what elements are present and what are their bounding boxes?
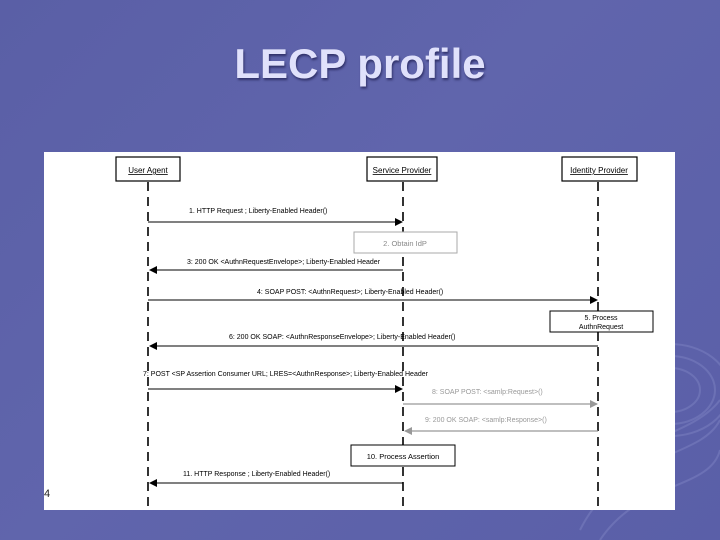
participant-user-agent-label: User Agent: [128, 166, 168, 175]
slide-page-number: 4: [44, 488, 51, 500]
message-7-label: 7: POST <SP Assertion Consumer URL; LRES…: [143, 371, 429, 378]
message-9-label: 9: 200 OK SOAP: <samlp:Response>(): [425, 417, 547, 424]
action-obtain-idp-box: [353, 231, 458, 254]
sequence-diagram-svg: User Agent Service Provider Identity Pro…: [115, 156, 654, 508]
participant-service-provider-box: [366, 156, 438, 182]
action-process-line2: AuthnRequest: [579, 324, 623, 331]
participant-identity-provider-box: [561, 156, 638, 182]
action-obtain-idp-label: 2. Obtain IdP: [383, 239, 427, 248]
message-11-label: 11. HTTP Response ; Liberty-Enabled Head…: [183, 471, 330, 478]
participant-service-provider-label: Service Provider: [373, 166, 432, 175]
participant-identity-provider-label: Identity Provider: [570, 166, 628, 175]
message-6-label: 6: 200 OK SOAP: <AuthnResponseEnvelope>;…: [229, 334, 455, 341]
participant-user-agent-box: [115, 156, 181, 182]
action-process-authn-request-box: [549, 310, 654, 333]
message-1-label: 1. HTTP Request ; Liberty-Enabled Header…: [189, 208, 327, 215]
action-process-line1: 5. Process: [584, 315, 618, 322]
message-3-label: 3: 200 OK <AuthnRequestEnvelope>; Libert…: [187, 259, 381, 266]
action-process-assertion-box: [350, 444, 456, 467]
action-process-assertion-label: 10. Process Assertion: [367, 452, 440, 461]
slide-title: LECP profile: [234, 40, 486, 87]
sequence-diagram: User Agent Service Provider Identity Pro…: [44, 152, 675, 510]
message-4-label: 4: SOAP POST: <AuthnRequest>; Liberty-En…: [257, 289, 443, 296]
message-8-label: 8: SOAP POST: <samlp:Request>(): [432, 389, 543, 396]
